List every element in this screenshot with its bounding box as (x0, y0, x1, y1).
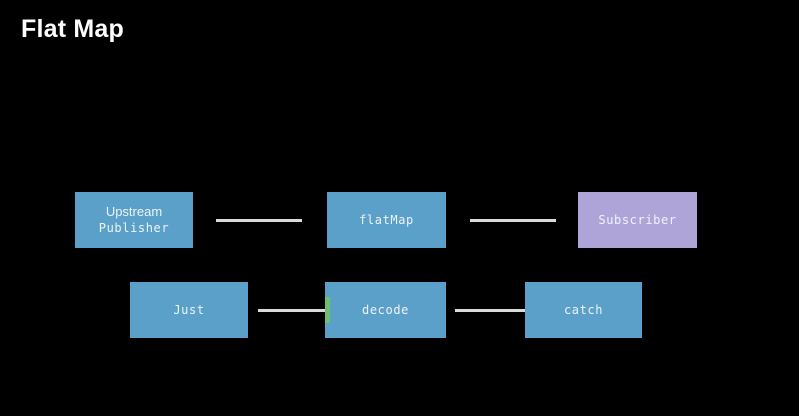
page-title: Flat Map (21, 15, 124, 43)
node-flatmap-label: flatMap (359, 212, 414, 227)
node-upstream-publisher-label-line1: Upstream (105, 204, 163, 219)
decode-input-port-marker-icon (325, 297, 330, 323)
node-decode-label: decode (362, 302, 409, 317)
node-subscriber[interactable]: Subscriber (578, 192, 697, 248)
node-flatmap[interactable]: flatMap (327, 192, 446, 248)
node-upstream-publisher[interactable]: Upstream Publisher (75, 192, 193, 248)
node-catch[interactable]: catch (525, 282, 642, 338)
connector-decode-to-catch (455, 309, 525, 312)
node-upstream-publisher-label-line2: Publisher (98, 221, 170, 235)
node-just-label: Just (173, 302, 205, 317)
connector-flatmap-to-subscriber (470, 219, 556, 222)
node-decode[interactable]: decode (325, 282, 446, 338)
node-catch-label: catch (563, 302, 604, 317)
node-just[interactable]: Just (130, 282, 248, 338)
node-subscriber-label: Subscriber (598, 212, 677, 227)
connector-just-to-decode (258, 309, 326, 312)
connector-upstream-to-flatmap (216, 219, 302, 222)
